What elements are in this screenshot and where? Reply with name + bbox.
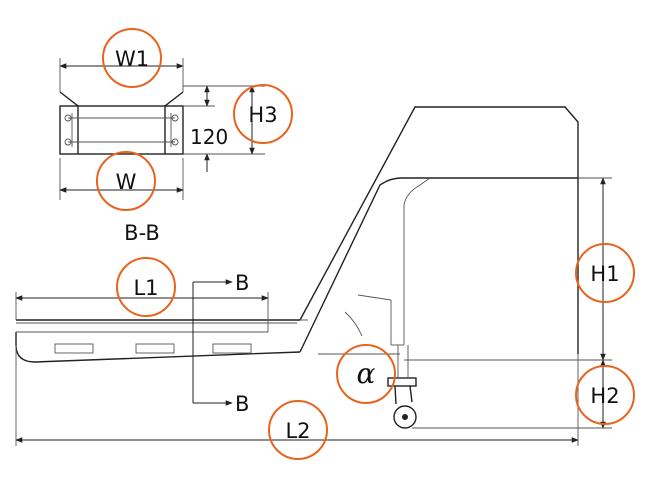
label-h1: H1 <box>590 262 619 286</box>
label-b-bottom: B <box>235 392 249 416</box>
belt-slot <box>54 343 94 354</box>
label-w1: W1 <box>115 47 149 71</box>
section-label: B-B <box>124 221 160 245</box>
callout-circle <box>96 151 156 211</box>
label-w: W <box>116 170 137 194</box>
callout-circle <box>233 84 293 144</box>
label-h2: H2 <box>590 384 619 408</box>
callout-circle <box>336 344 396 404</box>
label-l1: L1 <box>133 276 158 300</box>
label-b-top: B <box>235 271 249 295</box>
callout-circle <box>116 257 176 317</box>
callout-circle <box>575 243 635 303</box>
cross-section-bb <box>59 58 265 200</box>
callout-circle <box>102 28 162 88</box>
belt-slot <box>212 343 252 354</box>
callout-circle <box>575 365 635 425</box>
section-cut-line <box>192 279 233 406</box>
caster-wheel-icon <box>387 345 417 429</box>
label-h3: H3 <box>248 103 277 127</box>
label-120: 120 <box>190 125 228 149</box>
label-angle-alpha: α <box>357 357 376 390</box>
belt-slot <box>135 343 175 354</box>
callout-circle <box>268 400 328 460</box>
conveyor-body <box>15 106 579 363</box>
label-l2: L2 <box>285 419 310 443</box>
bolt-icon <box>64 114 179 146</box>
